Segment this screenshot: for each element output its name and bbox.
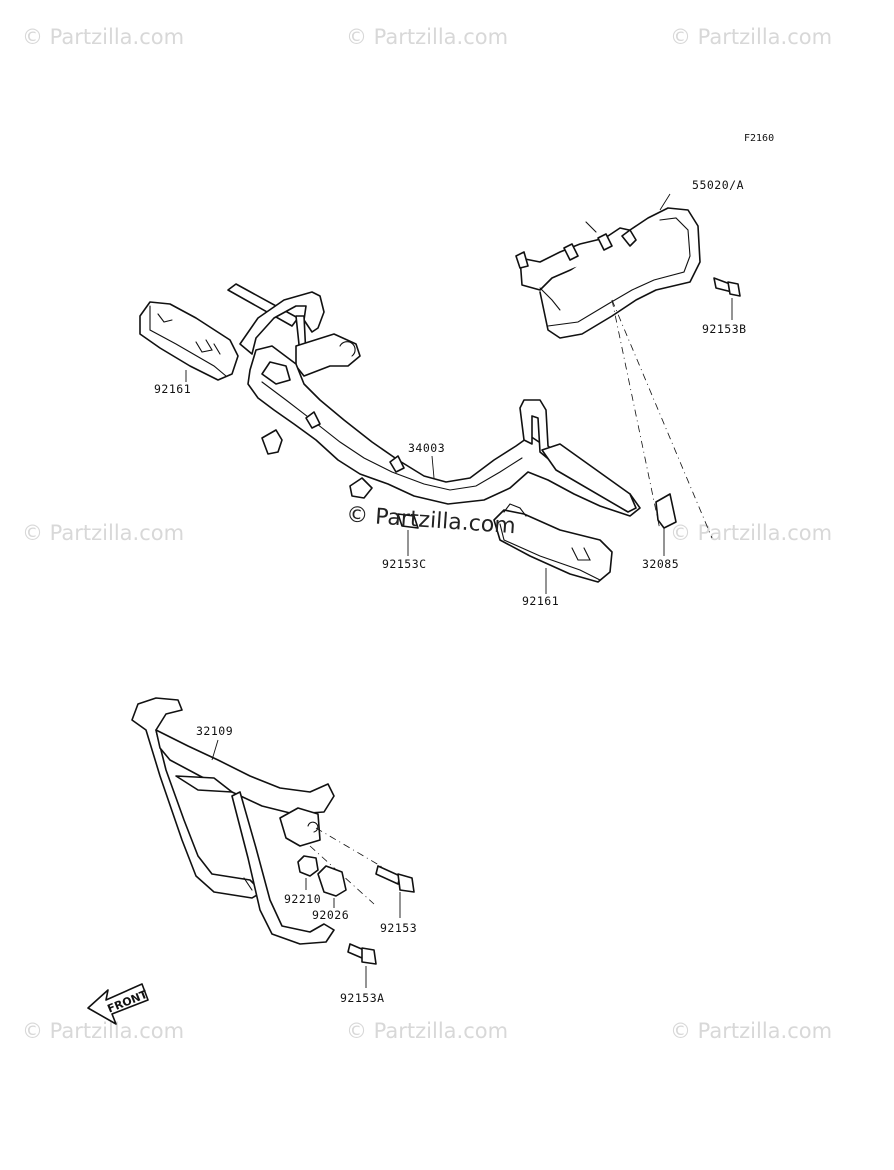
plate-32085-drawing: [655, 493, 677, 529]
bolt-92153c-drawing: [397, 513, 419, 529]
label-92161-right: 92161: [522, 594, 559, 608]
label-55020a: 55020/A: [692, 178, 744, 192]
nut-92210-drawing: [297, 855, 319, 877]
footrest-left-drawing: [139, 301, 239, 381]
bolt-92153a-drawing: [347, 943, 377, 965]
label-92210: 92210: [284, 892, 321, 906]
center-watermark: © Partzilla.com: [345, 502, 516, 539]
footrest-right-drawing: [493, 503, 613, 583]
watermark: © Partzilla.com: [22, 25, 184, 49]
watermark-layer: © Partzilla.com © Partzilla.com © Partzi…: [22, 25, 832, 1043]
collar-92026-drawing: [317, 865, 347, 897]
front-direction-arrow: FRONT: [87, 983, 150, 1025]
label-34003: 34003: [408, 441, 445, 455]
label-32085: 32085: [642, 557, 679, 571]
watermark: © Partzilla.com: [22, 521, 184, 545]
watermark: © Partzilla.com: [346, 1019, 508, 1043]
rear-guard-drawing: [515, 207, 701, 339]
frame-bracket-drawing: [227, 283, 641, 517]
front-guard-drawing: [131, 697, 335, 945]
label-92026: 92026: [312, 908, 349, 922]
watermark: © Partzilla.com: [346, 25, 508, 49]
watermark: © Partzilla.com: [670, 1019, 832, 1043]
label-92153: 92153: [380, 921, 417, 935]
label-32109: 32109: [196, 724, 233, 738]
label-92153a: 92153A: [340, 991, 385, 1005]
watermark: © Partzilla.com: [22, 1019, 184, 1043]
bolt-92153b-drawing: [713, 277, 741, 320]
label-92153b: 92153B: [702, 322, 747, 336]
label-92161-left: 92161: [154, 382, 191, 396]
figure-code: F2160: [744, 133, 774, 144]
bolt-92153-drawing: [375, 865, 415, 893]
watermark: © Partzilla.com: [670, 25, 832, 49]
watermark: © Partzilla.com: [670, 521, 832, 545]
label-92153c: 92153C: [382, 557, 427, 571]
